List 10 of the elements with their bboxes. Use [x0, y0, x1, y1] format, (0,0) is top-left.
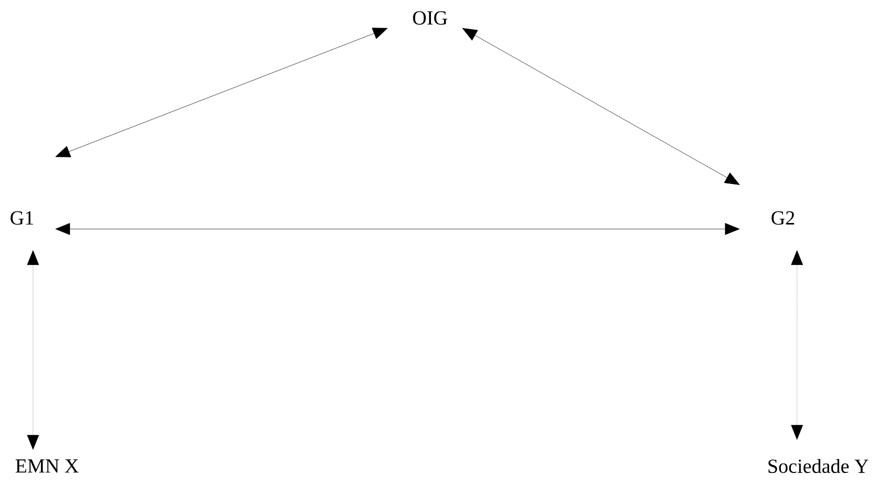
node-label: EMN X: [16, 459, 79, 473]
node-label: Sociedade Y: [768, 458, 868, 474]
node-label: G2: [772, 211, 794, 225]
arrow: [791, 250, 803, 440]
node-label: OIG: [413, 11, 448, 25]
arrow: [55, 28, 388, 158]
arrow: [55, 223, 740, 235]
arrow: [27, 250, 39, 450]
arrow: [462, 28, 740, 185]
node-label: G1: [10, 211, 34, 225]
